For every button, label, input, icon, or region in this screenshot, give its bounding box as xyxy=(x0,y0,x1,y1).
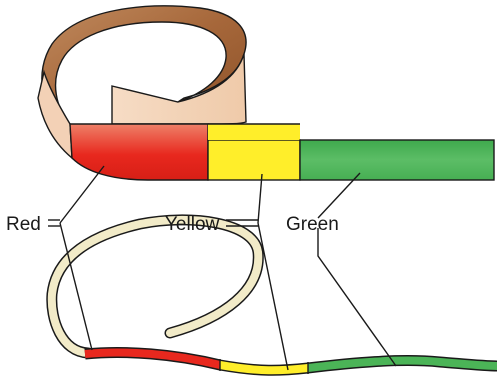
tape-yellow-band xyxy=(208,140,300,180)
tape-red-band xyxy=(70,124,208,180)
cord-green xyxy=(308,361,497,368)
leader-lines xyxy=(48,166,396,370)
label-yellow: Yellow xyxy=(165,214,220,235)
tape-yellow-top xyxy=(208,124,300,140)
label-green: Green xyxy=(286,214,339,235)
green-leader xyxy=(318,173,396,366)
cord-loop-outline xyxy=(52,220,259,353)
cord-loop xyxy=(52,220,259,353)
label-red: Red xyxy=(6,214,41,235)
cord xyxy=(52,220,497,374)
tape-green-band xyxy=(300,140,494,180)
flat-tape xyxy=(38,6,494,180)
